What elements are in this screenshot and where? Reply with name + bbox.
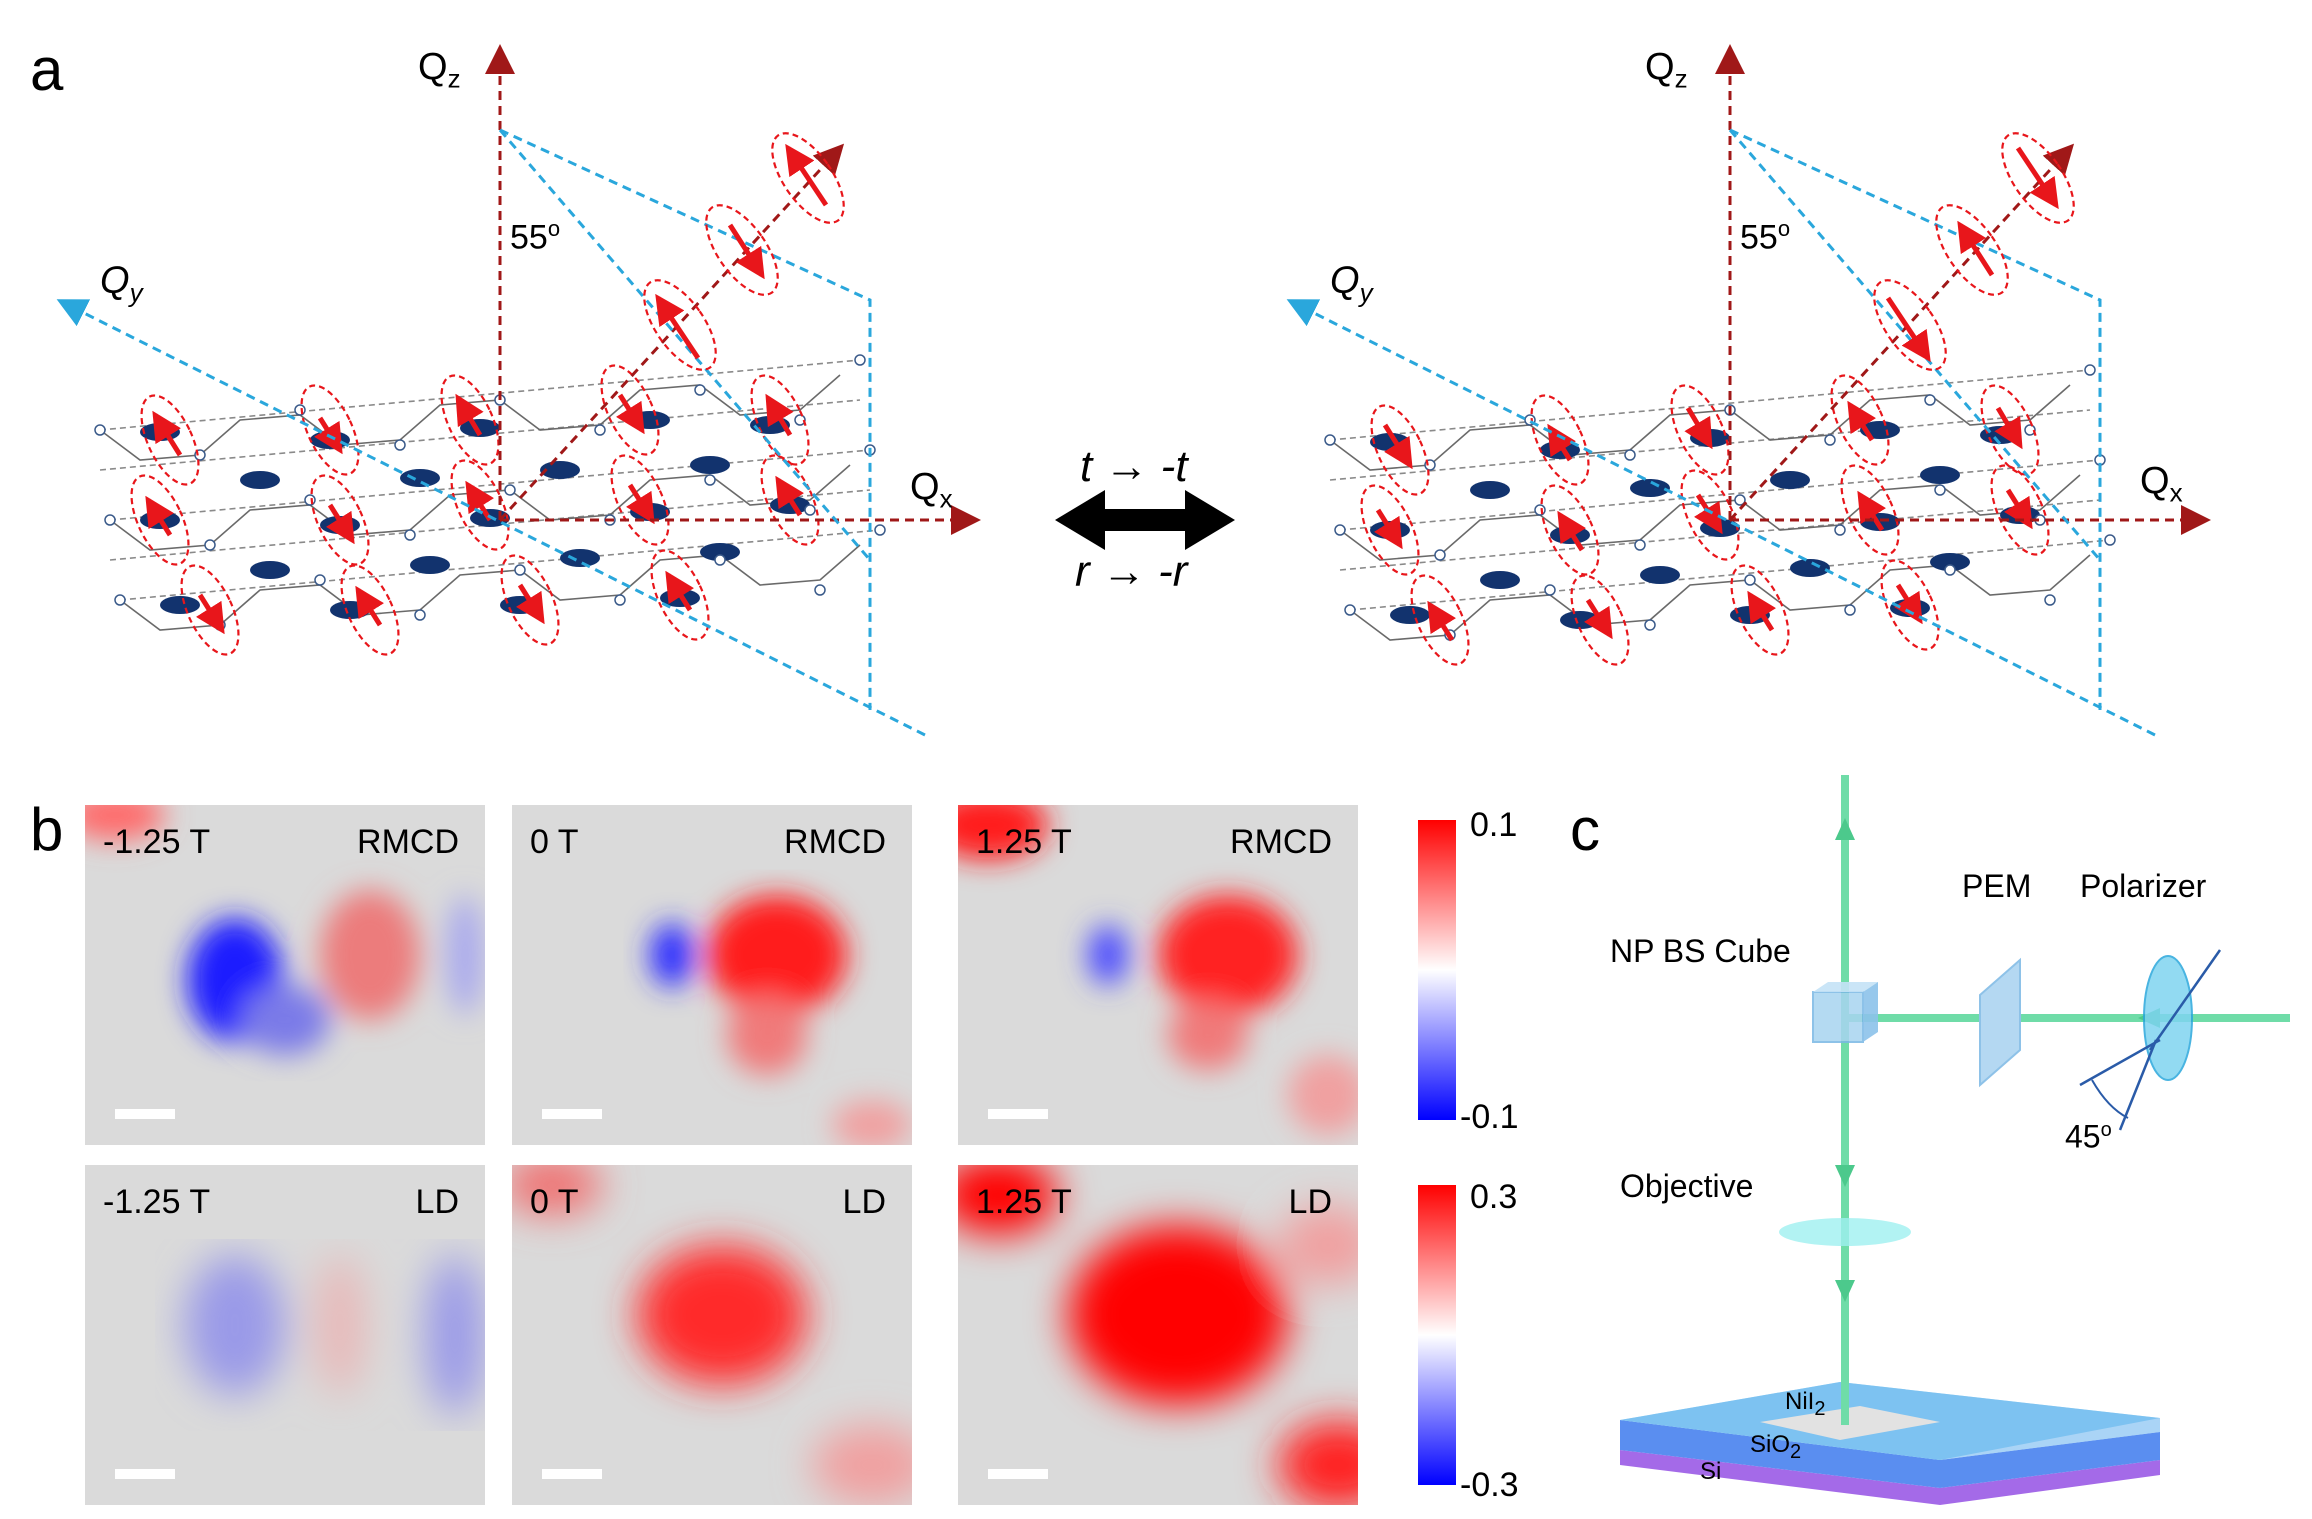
left-qz-label: Qz — [418, 46, 461, 94]
left-lattice — [94, 354, 886, 656]
polarizer-label: Polarizer — [2080, 868, 2207, 904]
right-qx-label: Qx — [2140, 460, 2183, 508]
scale-bar — [115, 1109, 175, 1119]
sample-stack — [1620, 1382, 2160, 1505]
left-angle-label: 55o — [510, 216, 561, 257]
pem-plate — [1979, 957, 2021, 1088]
polarizer-angle-label: 45o — [2065, 1118, 2112, 1155]
ld-map-zero: 0 T LD — [512, 1165, 912, 1505]
rmcd-colorbar-min: -0.1 — [1460, 1098, 1519, 1136]
rmcd-field-neg: -1.25 T — [103, 823, 211, 861]
ld-mode-pos: LD — [1288, 1183, 1332, 1221]
left-qy-label: Qy — [100, 260, 143, 308]
optical-setup-diagram — [1620, 775, 2290, 1505]
rmcd-colorbar — [1418, 820, 1456, 1120]
ld-colorbar-max: 0.3 — [1470, 1178, 1518, 1216]
right-lattice — [1324, 364, 2116, 666]
rmcd-mode-zero: RMCD — [784, 823, 886, 861]
rmcd-field-pos: 1.25 T — [976, 823, 1072, 861]
beamsplitter-cube — [1812, 982, 1878, 1043]
rmcd-map-zero: 0 T RMCD — [512, 805, 912, 1145]
si-label: Si — [1700, 1458, 1722, 1485]
scale-bar — [115, 1469, 175, 1479]
ld-mode-zero: LD — [842, 1183, 886, 1221]
panel-a-diagram — [56, 44, 2211, 737]
rmcd-map-neg: -1.25 T RMCD — [85, 805, 485, 1145]
panel-c-label: c — [1570, 796, 1600, 863]
ld-field-neg: -1.25 T — [103, 1183, 211, 1221]
rmcd-mode-pos: RMCD — [1230, 823, 1332, 861]
np-bs-cube-label: NP BS Cube — [1610, 933, 1791, 969]
rmcd-map-pos: 1.25 T RMCD — [958, 805, 1358, 1145]
pem-label: PEM — [1962, 868, 2032, 904]
ld-field-pos: 1.25 T — [976, 1183, 1072, 1221]
space-inversion-label: r → -r — [1075, 547, 1188, 596]
left-axes — [56, 44, 981, 737]
ld-field-zero: 0 T — [530, 1183, 579, 1221]
ld-colorbar-min: -0.3 — [1460, 1466, 1519, 1504]
objective-lens — [1779, 1218, 1911, 1246]
panel-b-label: b — [30, 796, 64, 863]
right-qy-label: Qy — [1330, 260, 1373, 308]
scale-bar — [988, 1469, 1048, 1479]
ld-colorbar — [1418, 1185, 1456, 1485]
panel-a-label: a — [30, 36, 64, 103]
right-qz-label: Qz — [1645, 46, 1688, 94]
nii2-label: NiI2 — [1785, 1388, 1826, 1420]
scale-bar — [542, 1469, 602, 1479]
ld-map-pos: 1.25 T LD — [958, 1165, 1358, 1505]
rmcd-field-zero: 0 T — [530, 823, 579, 861]
sio2-label: SiO2 — [1750, 1431, 1802, 1463]
rmcd-colorbar-max: 0.1 — [1470, 806, 1518, 844]
right-angle-label: 55o — [1740, 216, 1791, 257]
scale-bar — [988, 1109, 1048, 1119]
rmcd-mode-neg: RMCD — [357, 823, 459, 861]
objective-label: Objective — [1620, 1168, 1754, 1204]
ld-mode-neg: LD — [415, 1183, 459, 1221]
right-axes — [1286, 44, 2211, 737]
left-qx-label: Qx — [910, 466, 953, 514]
scale-bar — [542, 1109, 602, 1119]
time-reversal-label: t → -t — [1080, 442, 1188, 491]
ld-map-neg: -1.25 T LD — [85, 1165, 485, 1505]
double-arrow-icon — [1055, 490, 1235, 550]
polarizer-element — [2079, 949, 2222, 1131]
